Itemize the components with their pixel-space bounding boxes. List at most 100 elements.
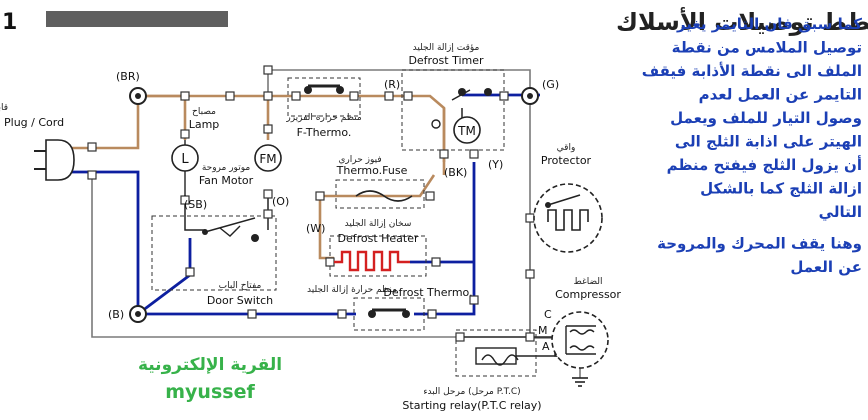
explanation-note: كما سبق فان التايمر يغير توصيل الملامس من… bbox=[642, 15, 863, 276]
junction bbox=[525, 332, 535, 342]
junction bbox=[425, 191, 435, 201]
starting-relay-label-ar: مرحل البدء (مرحل P.T.C) bbox=[423, 387, 520, 397]
junction bbox=[337, 309, 347, 319]
wire-tag-bk: (BK) bbox=[444, 166, 467, 179]
protector-icon bbox=[533, 183, 603, 253]
wire-tag-sb: (SB) bbox=[184, 198, 207, 211]
junction bbox=[403, 91, 413, 101]
fan-motor-icon bbox=[254, 144, 282, 172]
compressor-label-ar: الضاغط bbox=[573, 277, 602, 287]
blue-wire-door-switch bbox=[137, 238, 192, 316]
defrost-timer-label-ar: مؤقت إزالة الجليد bbox=[413, 43, 480, 53]
diagram-title: مخطط توصيلات الأسلاك bbox=[616, 7, 868, 36]
door-switch-icon bbox=[202, 225, 259, 242]
fan-motor-label-ar: موتور مروحة bbox=[202, 163, 251, 173]
junction bbox=[349, 91, 359, 101]
thermo-fuse-label-ar: فيوز حراري bbox=[338, 155, 381, 165]
connector-g bbox=[521, 87, 539, 105]
junction bbox=[325, 257, 335, 267]
wire-tag-w: (W) bbox=[306, 222, 325, 235]
defrost-thermo-label: Defrost Thermo. bbox=[383, 286, 472, 299]
title-bar-graphic bbox=[46, 11, 228, 27]
defrost-timer-box bbox=[401, 69, 505, 151]
junction bbox=[87, 170, 97, 180]
junction bbox=[263, 91, 273, 101]
note-line: أن يزول الثلج فيفتح منظم bbox=[667, 155, 862, 174]
corner-digit: 1 bbox=[2, 10, 17, 35]
protector-label: Protector bbox=[541, 154, 592, 167]
gray-wires bbox=[91, 69, 581, 378]
thermo-fuse-label: Thermo.Fuse bbox=[336, 164, 408, 177]
dashed-boxes bbox=[151, 69, 537, 377]
junction bbox=[180, 129, 190, 139]
plug-cord-label-ar: قابس/ سلك bbox=[0, 103, 8, 113]
gray-wire-bottom bbox=[91, 176, 460, 338]
wire-tag-y: (Y) bbox=[488, 158, 503, 171]
junction bbox=[247, 309, 257, 319]
junction-terminals bbox=[87, 65, 535, 342]
wire-tag-b: (B) bbox=[108, 308, 124, 321]
junction bbox=[263, 124, 273, 134]
note-line: التايمر عن العمل لعدم bbox=[699, 86, 862, 104]
note-line: عن العمل bbox=[790, 258, 862, 276]
defrost-heater-label-ar: سخان إزالة الجليد bbox=[345, 219, 412, 229]
junction bbox=[185, 267, 195, 277]
defrost-thermo-label-ar: منظم حرارة إزالة الجليد bbox=[307, 285, 397, 295]
door-switch-label: Door Switch bbox=[207, 294, 273, 307]
timer-motor-icon bbox=[453, 116, 481, 144]
defrost-heater-label: Defrost Heater bbox=[337, 232, 419, 245]
f-thermo-label: F-Thermo. bbox=[297, 126, 352, 139]
ptc-relay-icon bbox=[475, 347, 519, 366]
brown-wire-fuse bbox=[320, 174, 436, 198]
note-line: الهيتر على اذابة الثلج الى bbox=[675, 133, 862, 151]
plug-icon bbox=[34, 139, 75, 181]
plug-cord-label: Plug / Cord bbox=[4, 116, 64, 129]
junction bbox=[455, 332, 465, 342]
note-line: كما سبق فان التايمر يغير bbox=[676, 15, 862, 33]
note-line: وصول التيار للملف ويعمل bbox=[670, 109, 862, 127]
brown-wire-lamp bbox=[138, 94, 187, 140]
terminal-m: M bbox=[538, 324, 548, 337]
junction bbox=[525, 269, 535, 279]
junction bbox=[469, 149, 479, 159]
f-thermo-switch-icon bbox=[304, 84, 344, 94]
wire-tag-g: (G) bbox=[542, 78, 559, 91]
note-line: ازالة الثلج كما بالشكل bbox=[700, 180, 862, 198]
note-line: توصيل الملامس من نقطة bbox=[672, 39, 862, 57]
wire-tag-br: (BR) bbox=[116, 70, 140, 83]
lamp-label: Lamp bbox=[189, 118, 220, 131]
watermark-latin: myussef bbox=[165, 381, 255, 403]
connector-br bbox=[129, 87, 147, 105]
junction bbox=[263, 209, 273, 219]
junction bbox=[225, 91, 235, 101]
lamp-to-door-switch bbox=[184, 195, 205, 231]
defrost-heater-icon bbox=[334, 250, 410, 272]
junction bbox=[525, 213, 535, 223]
wire-tag-r: (R) bbox=[384, 78, 400, 91]
f-thermo-label-ar: منظم حرارة الفريزر bbox=[285, 113, 361, 123]
terminal-c: C bbox=[544, 308, 552, 321]
watermark-arabic: القرية الإلكترونية bbox=[138, 355, 282, 375]
ground-icon bbox=[572, 377, 588, 387]
door-switch-label-ar: مفتاح الباب bbox=[219, 281, 262, 291]
compressor-label: Compressor bbox=[555, 288, 621, 301]
fan-motor-symbol: FM bbox=[259, 152, 276, 166]
note-line: التالي bbox=[819, 203, 862, 221]
junction bbox=[291, 91, 301, 101]
f-thermo-box bbox=[287, 77, 361, 117]
lamp-symbol: L bbox=[181, 152, 189, 167]
starting-relay-label: Starting relay(P.T.C relay) bbox=[402, 399, 541, 412]
lamp-icon bbox=[171, 140, 199, 196]
defrost-thermo-box bbox=[353, 297, 425, 331]
note-line: وهنا يقف المحرك والمروحة bbox=[657, 235, 862, 253]
timer-motor-symbol: TM bbox=[457, 124, 476, 138]
door-switch-contact bbox=[204, 217, 256, 233]
junction bbox=[427, 309, 437, 319]
defrost-timer-label: Defrost Timer bbox=[408, 54, 484, 67]
blue-wire-plug-neutral bbox=[72, 170, 140, 314]
fan-motor-label: Fan Motor bbox=[199, 174, 254, 187]
door-switch-box bbox=[151, 215, 277, 291]
junction bbox=[469, 295, 479, 305]
junction bbox=[263, 189, 273, 199]
brown-wire-plug bbox=[72, 96, 140, 150]
